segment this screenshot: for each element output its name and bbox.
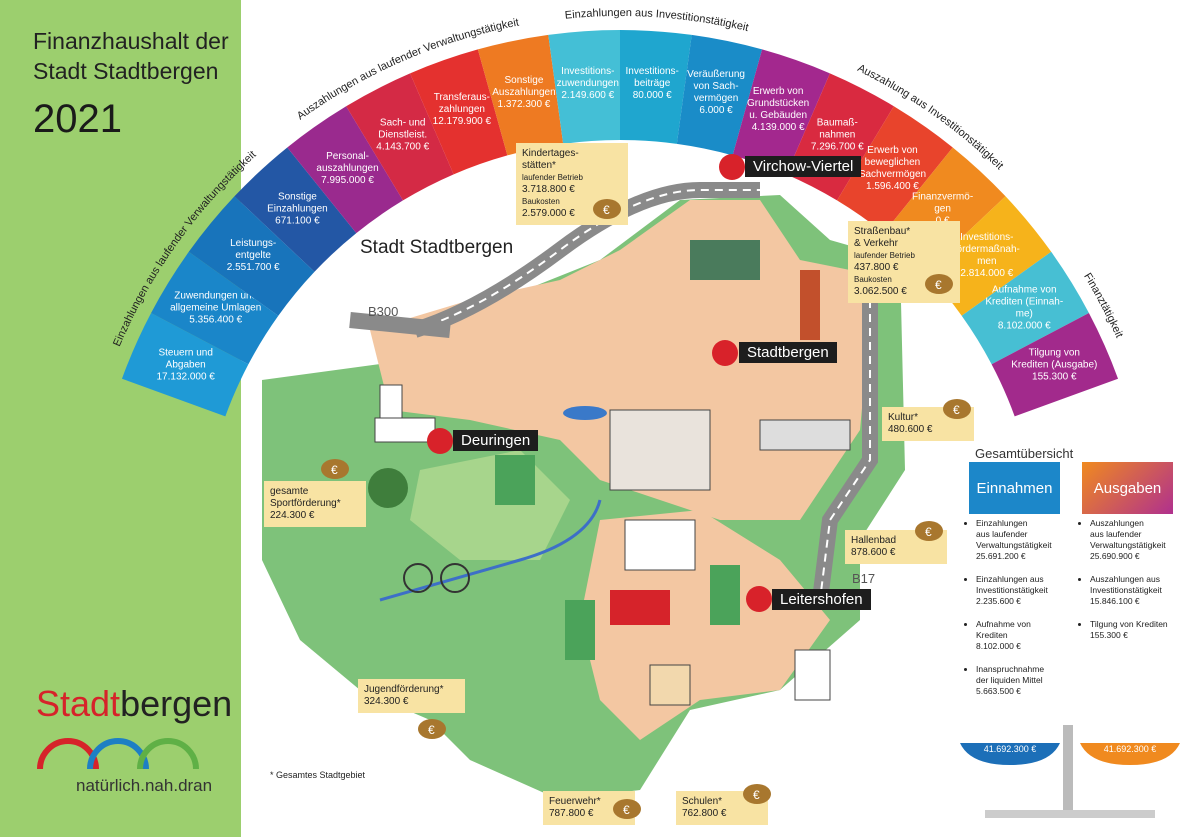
arc-segment (121, 312, 249, 417)
summary-title: Gesamtübersicht (975, 446, 1074, 461)
arc-segment (732, 49, 830, 175)
arc-segment (991, 312, 1119, 417)
money-bag-icon: € (613, 799, 641, 819)
place-label-leitershofen: Leitershofen (772, 589, 871, 610)
arc-segment (548, 30, 620, 144)
money-bag-icon: € (321, 459, 349, 479)
list-item: Einzahlungen ausInvestitionstätigkeit2.2… (976, 574, 1068, 607)
expense-header: Ausgaben (1082, 462, 1173, 514)
money-bag-icon: € (743, 784, 771, 804)
money-bag-icon: € (418, 719, 446, 739)
money-bag-icon: € (925, 274, 953, 294)
place-label-stadtbergen: Stadtbergen (739, 342, 837, 363)
road-label-b17: B17 (852, 571, 876, 586)
arc-segment (410, 49, 508, 175)
arc-segment (234, 147, 357, 272)
income-header: Einnahmen (969, 462, 1060, 514)
sidebar: Finanzhaushalt der Stadt Stadtbergen 202… (0, 0, 241, 837)
svg-text:€: € (623, 803, 630, 817)
money-bag-icon: € (943, 399, 971, 419)
arc-group-label: Einzahlungen aus Investitionstätigkeit (564, 7, 749, 34)
place-label-virchow: Virchow-Viertel (745, 156, 862, 177)
balance-scale-icon (960, 725, 1180, 818)
expense-total: 41.692.300 € (1103, 744, 1157, 754)
svg-text:€: € (428, 723, 435, 737)
svg-text:€: € (753, 788, 760, 802)
arc-segment (346, 73, 454, 201)
logo: Stadtbergen (36, 683, 233, 724)
money-bag-icon: € (593, 199, 621, 219)
year-label: 2021 (33, 97, 122, 141)
money-bag-icon: € (915, 521, 943, 541)
svg-text:€: € (953, 403, 960, 417)
location-marker (712, 340, 738, 366)
arc-segment (287, 106, 403, 234)
svg-text:€: € (603, 203, 610, 217)
arc-segment (676, 34, 763, 156)
map-heading: Stadt Stadtbergen (360, 237, 514, 258)
page-title: Finanzhaushalt der Stadt Stadtbergen (33, 28, 229, 84)
svg-text:€: € (935, 278, 942, 292)
road-label-b300: B300 (368, 304, 399, 319)
location-marker (719, 154, 745, 180)
location-marker (746, 586, 772, 612)
arc-segment-label: Finanzvermö-gen0 € (912, 191, 973, 226)
arc-segment (620, 30, 692, 144)
svg-text:€: € (925, 525, 932, 539)
place-label-deuringen: Deuringen (453, 430, 539, 451)
footnote: * Gesamtes Stadtgebiet (270, 770, 366, 780)
info-box-schulen: Schulen*762.800 € (676, 791, 768, 825)
arc-segment (477, 34, 564, 156)
arc-segment (837, 106, 953, 234)
logo-arcs (37, 738, 199, 770)
svg-text:€: € (331, 463, 338, 477)
arc-segment (961, 251, 1089, 365)
arc-segment (151, 251, 279, 365)
tagline: natürlich.nah.dran (76, 776, 213, 795)
income-total: 41.692.300 € (983, 744, 1037, 754)
location-marker (427, 428, 453, 454)
arc-segment (188, 196, 315, 316)
list-item: Auszahlungen ausInvestitionstätigkeit15.… (1090, 574, 1187, 607)
info-box-jugend: Jugendförderung*324.300 € (358, 679, 465, 713)
